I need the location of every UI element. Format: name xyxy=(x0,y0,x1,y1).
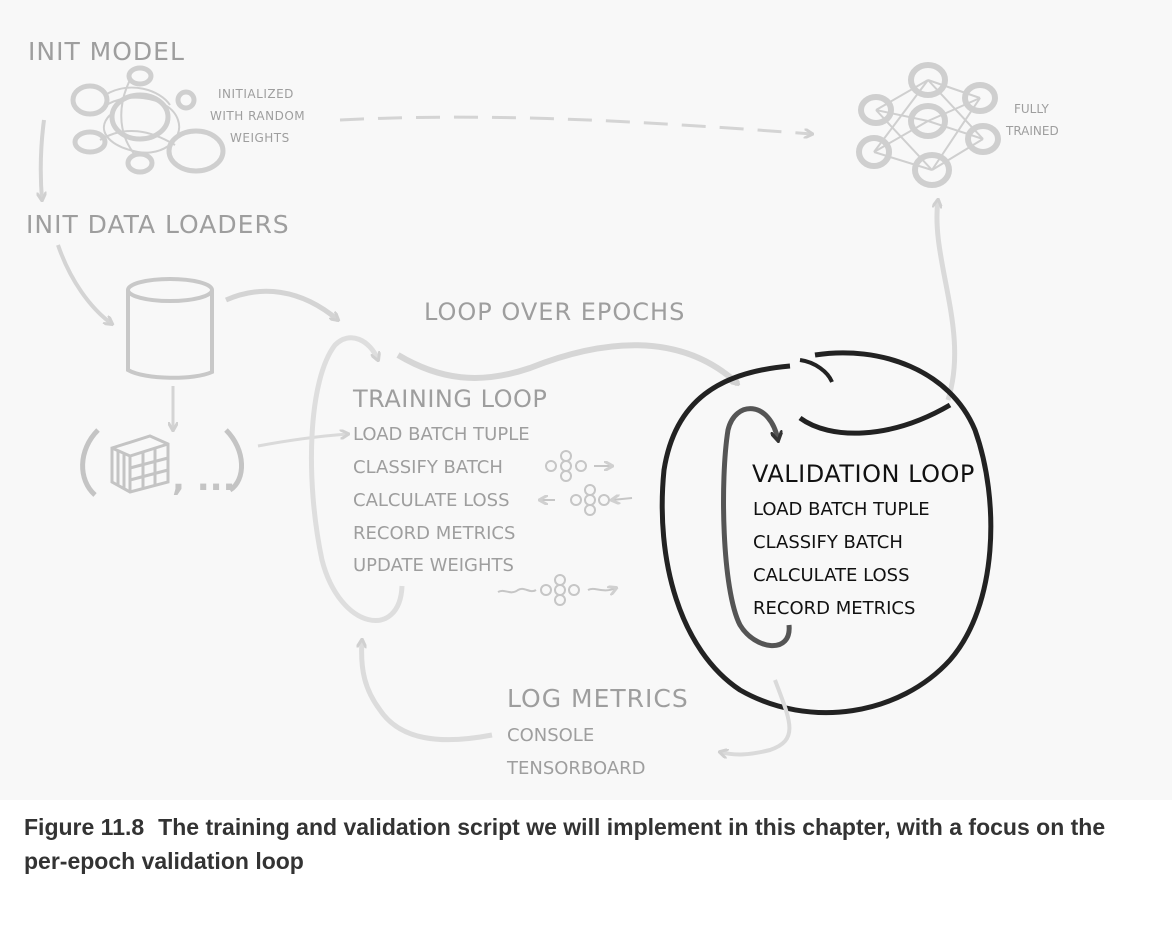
training-step: UPDATE WEIGHTS xyxy=(353,555,514,576)
init-note-line-2: WITH RANDOM xyxy=(210,109,305,123)
validation-step: CLASSIFY BATCH xyxy=(753,532,903,553)
trained-network-icon xyxy=(856,62,1001,188)
validation-loop-exit xyxy=(798,402,952,436)
update-network-icon xyxy=(497,574,616,606)
figure-number: Figure 11.8 xyxy=(24,814,145,840)
arrow-db-to-loop xyxy=(224,288,338,320)
validation-loop-title: VALIDATION LOOP xyxy=(752,460,975,488)
arrow-loaders-to-db xyxy=(56,244,112,324)
arrow-to-trained xyxy=(937,200,958,401)
validation-loop-entry xyxy=(799,358,834,383)
log-metrics-label: LOG METRICS xyxy=(507,684,689,713)
arrow-init-to-loaders xyxy=(41,119,44,200)
batch-tuple-icon xyxy=(80,428,244,497)
init-model-label: INIT MODEL xyxy=(28,37,185,66)
init-note-line-3: WEIGHTS xyxy=(230,131,290,145)
validation-inner-loop xyxy=(721,406,792,649)
trained-note-line-1: FULLY xyxy=(1014,102,1049,116)
classify-network-icon xyxy=(545,450,612,482)
dashed-arrow xyxy=(339,115,812,134)
validation-loop-text: VALIDATION LOOP LOAD BATCH TUPLE CLASSIF… xyxy=(752,460,975,619)
training-step: LOAD BATCH TUPLE xyxy=(353,424,530,445)
validation-step: CALCULATE LOSS xyxy=(753,565,910,586)
training-step: RECORD METRICS xyxy=(353,523,515,544)
init-note-line-1: INITIALIZED xyxy=(218,87,294,101)
caption-text: The training and validation script we wi… xyxy=(24,814,1106,874)
tensorboard-label: TENSORBOARD xyxy=(506,758,646,779)
validation-loop-outline xyxy=(659,350,994,716)
loop-over-epochs-label: LOOP OVER EPOCHS xyxy=(424,298,685,326)
loss-network-icon xyxy=(540,484,633,516)
training-validation-diagram: INIT MODEL INITIALIZED WITH RANDOM WEIGH… xyxy=(26,37,1059,779)
training-step: CALCULATE LOSS xyxy=(353,490,510,511)
training-loop-path xyxy=(309,335,405,623)
arrow-validation-to-log xyxy=(720,679,792,754)
training-step: CLASSIFY BATCH xyxy=(353,457,503,478)
arrow-tuple-to-training xyxy=(257,434,348,448)
validation-step: RECORD METRICS xyxy=(753,598,915,619)
console-label: CONSOLE xyxy=(507,725,594,746)
dataset-icon xyxy=(126,277,214,380)
log-metrics-return-path xyxy=(362,640,493,743)
validation-step: LOAD BATCH TUPLE xyxy=(753,499,930,520)
training-loop-text: TRAINING LOOP LOAD BATCH TUPLE CLASSIFY … xyxy=(352,385,547,576)
init-data-loaders-label: INIT DATA LOADERS xyxy=(26,210,290,239)
tuple-ellipsis: , ... xyxy=(172,459,236,499)
training-loop-title: TRAINING LOOP xyxy=(352,385,547,413)
trained-note-line-2: TRAINED xyxy=(1005,124,1059,138)
epoch-loop-path xyxy=(396,342,738,384)
random-network-icon xyxy=(70,65,226,175)
